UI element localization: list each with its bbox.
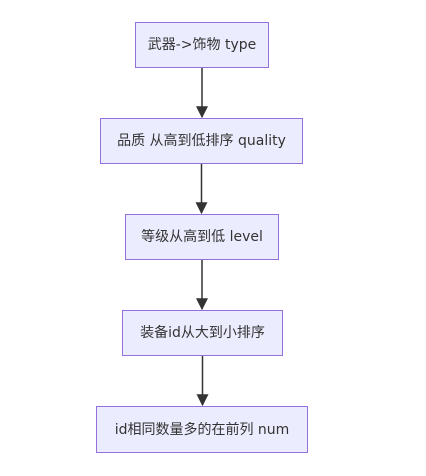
- node-num: id相同数量多的在前列 num: [96, 406, 308, 453]
- node-equip-id: 装备id从大到小排序: [122, 310, 283, 356]
- node-num-label: id相同数量多的在前列 num: [114, 421, 290, 438]
- node-level: 等级从高到低 level: [125, 214, 279, 260]
- node-type: 武器->饰物 type: [135, 22, 269, 68]
- node-quality: 品质 从高到低排序 quality: [100, 118, 303, 164]
- node-type-label: 武器->饰物 type: [147, 37, 257, 53]
- node-quality-label: 品质 从高到低排序 quality: [117, 133, 286, 149]
- node-level-label: 等级从高到低 level: [141, 229, 263, 245]
- node-equip-id-label: 装备id从大到小排序: [140, 325, 265, 341]
